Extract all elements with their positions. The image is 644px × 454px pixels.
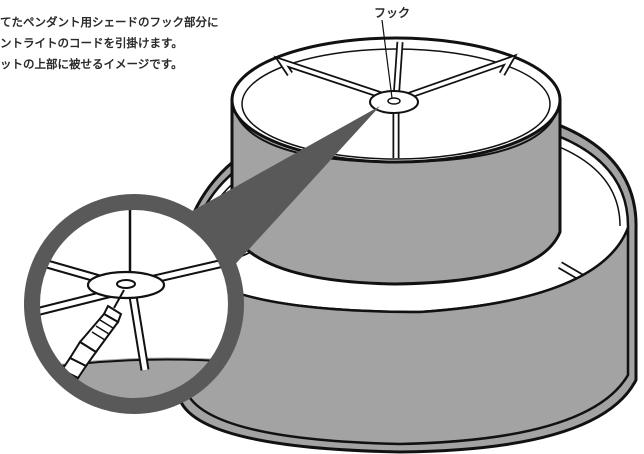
small-shade-front-rim	[231, 99, 561, 164]
hook-label: フック	[374, 6, 411, 20]
magnifier-ring	[24, 194, 244, 414]
large-shade-front-band	[186, 227, 630, 446]
description-text: てたペンダント用シェードのフック部分に ントライトのコードを引掛けます。 ットの…	[0, 12, 290, 75]
hook-ring-hole	[387, 97, 401, 105]
description-line-1: てたペンダント用シェードのフック部分に	[0, 15, 219, 29]
hook-leader-line	[381, 19, 393, 99]
description-line-3: ットの上部に被せるイメージです。	[0, 57, 183, 71]
magnifier-beam	[176, 106, 380, 270]
small-shade-rim-inner	[241, 48, 551, 160]
description-line-2: ントライトのコードを引掛けます。	[0, 36, 183, 50]
